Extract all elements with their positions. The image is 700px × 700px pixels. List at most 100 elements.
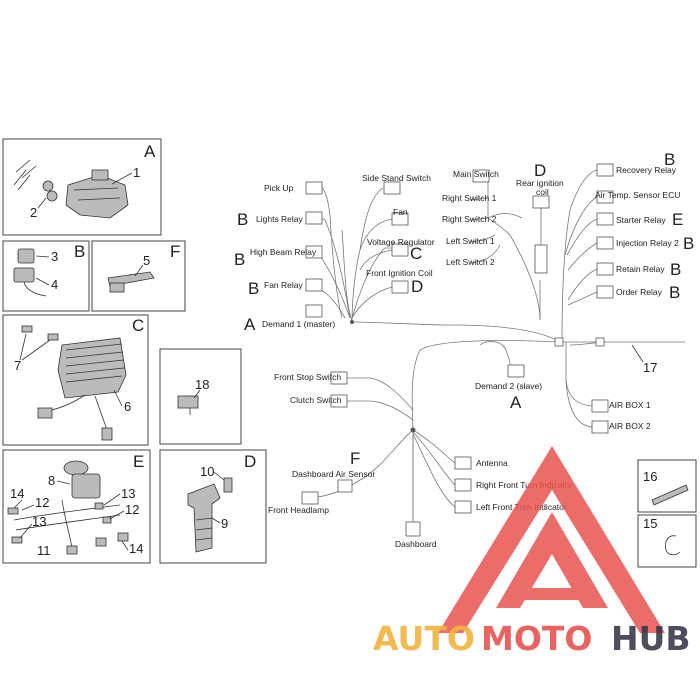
letter-e-starter: E xyxy=(672,210,683,229)
letter-f-dashair: F xyxy=(350,449,360,468)
letter-a-demand2: A xyxy=(510,393,522,412)
part-number-13b: 13 xyxy=(121,486,135,501)
label-retain-relay: Retain Relay xyxy=(616,264,665,274)
label-dashboard: Dashboard xyxy=(395,539,437,549)
label-main-switch: Main Switch xyxy=(453,169,499,179)
part-number-14a: 14 xyxy=(10,486,24,501)
label-pick-up: Pick Up xyxy=(264,183,294,193)
letter-c-regulator: C xyxy=(410,244,422,263)
part-number-10: 10 xyxy=(200,464,214,479)
part-number-15: 15 xyxy=(643,516,657,531)
letter-b-recovery: B xyxy=(664,150,675,169)
panel-d-letter: D xyxy=(244,452,256,471)
letter-b-order: B xyxy=(669,283,680,302)
panel-f-letter: F xyxy=(170,242,180,261)
letter-b-highbeam: B xyxy=(234,250,245,269)
voltage-regulator-icon xyxy=(37,337,127,441)
panel-16: 16 xyxy=(637,459,697,513)
clip-icon xyxy=(665,535,681,556)
panel-b-letter: B xyxy=(74,242,85,261)
letter-b-fan: B xyxy=(248,279,259,298)
cable-icon xyxy=(13,499,121,555)
connectors xyxy=(301,163,614,537)
letter-b-retain: B xyxy=(670,260,681,279)
watermark-logo: AUTO MOTO HUB xyxy=(373,446,691,658)
label-right-switch2: Right Switch 2 xyxy=(442,214,497,224)
label-dash-air: Dashboard Air Sensor xyxy=(292,469,375,479)
label-recovery-relay: Recovery Relay xyxy=(616,165,677,175)
label-front-headlamp: Front Headlamp xyxy=(268,505,329,515)
part-number-12b: 12 xyxy=(125,502,139,517)
letter-a-demand1: A xyxy=(244,315,256,334)
triangle-logo-icon xyxy=(438,446,665,633)
label-right-switch1: Right Switch 1 xyxy=(442,193,497,203)
panel-f: F 5 xyxy=(91,240,186,312)
part-number-5: 5 xyxy=(143,253,150,268)
part-number-3: 3 xyxy=(51,249,58,264)
panel-c: C 7 6 xyxy=(2,314,149,446)
fuse-icon xyxy=(177,395,199,415)
part-number-11: 11 xyxy=(37,543,51,558)
label-antenna: Antenna xyxy=(476,458,508,468)
watermark-auto: AUTO xyxy=(373,619,475,658)
panel-c-letter: C xyxy=(132,316,144,335)
part-number-13a: 13 xyxy=(32,514,46,529)
letter-d-rearcoil: D xyxy=(534,161,546,180)
starter-relay-icon xyxy=(63,460,101,499)
label-front-stop: Front Stop Switch xyxy=(274,372,341,382)
keys-icon xyxy=(13,159,58,202)
part-number-6: 6 xyxy=(124,399,131,414)
panel-d: D 10 9 xyxy=(159,449,267,564)
panel-18: 18 xyxy=(159,348,242,445)
label-clutch: Clutch Switch xyxy=(290,395,342,405)
part-number-4: 4 xyxy=(51,277,58,292)
ignition-coil-icon xyxy=(187,477,233,553)
panel-e-letter: E xyxy=(133,452,144,471)
label-left-switch2: Left Switch 2 xyxy=(446,257,495,267)
letter-d-frontcoil: D xyxy=(411,277,423,296)
part-number-12a: 12 xyxy=(35,495,49,510)
cable-tie-icon xyxy=(651,484,689,506)
part-number-8: 8 xyxy=(48,473,55,488)
label-air-box1: AIR BOX 1 xyxy=(609,400,651,410)
panel-b: B 3 4 xyxy=(2,240,90,312)
label-demand1: Demand 1 (master) xyxy=(262,319,335,329)
part-number-1: 1 xyxy=(133,165,140,180)
label-starter-relay: Starter Relay xyxy=(616,215,666,225)
screws-icon xyxy=(21,325,59,341)
ignition-switch-icon xyxy=(65,169,129,219)
panel-15: 15 xyxy=(637,514,697,568)
relay-icon xyxy=(13,248,47,297)
label-right-turn: Right Front Turn Indicator xyxy=(476,480,573,490)
label-order-relay: Order Relay xyxy=(616,287,663,297)
panel-a-letter: A xyxy=(144,142,156,161)
part-number-7: 7 xyxy=(14,358,21,373)
part-number-2: 2 xyxy=(30,205,37,220)
label-left-switch1: Left Switch 1 xyxy=(446,236,495,246)
letter-b-lights: B xyxy=(237,210,248,229)
label-front-ignition-coil: Front Ignition Coil xyxy=(366,268,433,278)
label-demand2: Demand 2 (slave) xyxy=(475,381,542,391)
part-number-18: 18 xyxy=(195,377,209,392)
panel-e: E 8 14 12 13 11 13 12 14 xyxy=(2,449,151,564)
label-rear-ignition-coil: coil xyxy=(536,187,549,197)
part-number-14b: 14 xyxy=(129,541,143,556)
part-number-17: 17 xyxy=(643,360,657,375)
label-high-beam-relay: High Beam Relay xyxy=(250,247,317,257)
watermark-moto: MOTO xyxy=(481,619,592,658)
label-lights-relay: Lights Relay xyxy=(256,214,304,224)
label-air-temp: Air Temp. Sensor ECU xyxy=(595,190,680,200)
bolts-icon xyxy=(7,502,129,547)
section-letters-harness: B B B A C D D B E B B B A F 17 xyxy=(234,150,694,468)
part-number-16: 16 xyxy=(643,469,657,484)
panel-a: A 1 2 xyxy=(2,138,162,236)
label-rear-ignition: Rear ignition xyxy=(516,178,564,188)
label-fan: Fan xyxy=(393,207,408,217)
watermark-hub: HUB xyxy=(611,619,691,658)
label-voltage-regulator: Voltage Regulator xyxy=(367,237,435,247)
label-fan-relay: Fan Relay xyxy=(264,280,303,290)
letter-b-injection: B xyxy=(683,234,694,253)
part-number-9: 9 xyxy=(221,516,228,531)
label-side-stand: Side Stand Switch xyxy=(362,173,431,183)
